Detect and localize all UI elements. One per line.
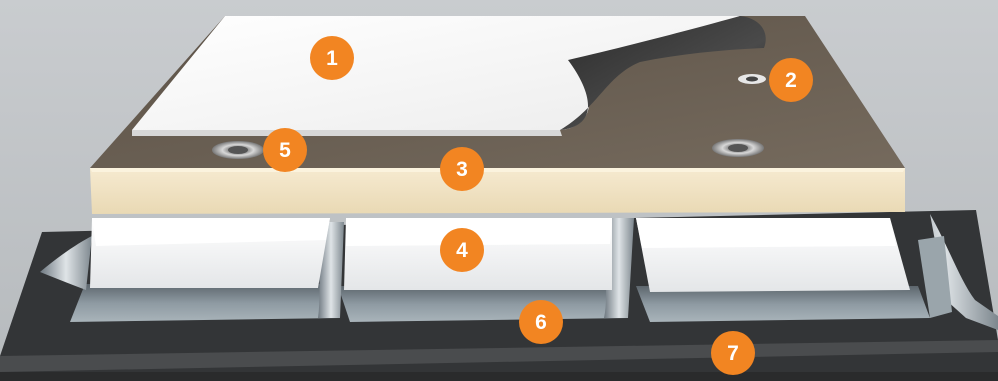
callout-1: 1 bbox=[310, 36, 354, 80]
infill-blocks bbox=[90, 218, 910, 292]
callout-3-label: 3 bbox=[456, 158, 468, 181]
callout-2: 2 bbox=[769, 58, 813, 102]
callout-7-label: 7 bbox=[727, 342, 739, 365]
callout-4-label: 4 bbox=[456, 239, 468, 262]
callout-4: 4 bbox=[440, 228, 484, 272]
callout-1-label: 1 bbox=[326, 47, 338, 70]
fastener-plate-right bbox=[712, 139, 764, 157]
fastener-top bbox=[738, 74, 766, 84]
callout-6-label: 6 bbox=[535, 311, 547, 334]
callout-3: 3 bbox=[440, 147, 484, 191]
callout-7: 7 bbox=[711, 331, 755, 375]
callout-6: 6 bbox=[519, 300, 563, 344]
fastener-plate-left bbox=[212, 141, 264, 159]
callout-5: 5 bbox=[263, 128, 307, 172]
callout-5-label: 5 bbox=[279, 139, 291, 162]
insulation-board bbox=[90, 168, 905, 214]
callout-2-label: 2 bbox=[785, 69, 797, 92]
